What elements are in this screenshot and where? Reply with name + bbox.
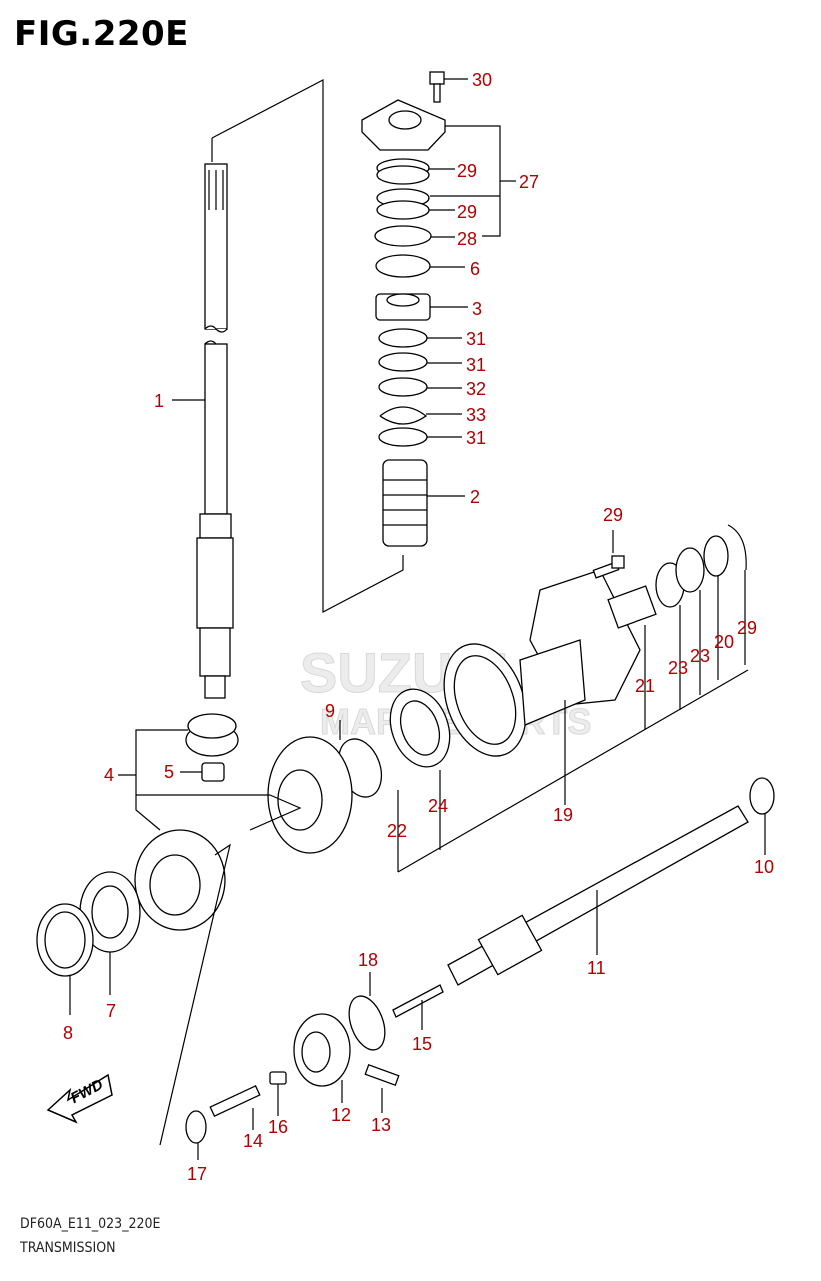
callout-7: 7 [106,1001,116,1021]
callout-8: 8 [63,1023,73,1043]
callout-19: 19 [553,805,573,825]
callout-15: 15 [412,1034,432,1054]
callout-30: 30 [472,70,492,90]
upper-bearing-stack [361,71,516,547]
propeller-shaft [159,777,775,1160]
callout-31a: 31 [466,329,486,349]
callout-14: 14 [243,1131,263,1151]
fwd-arrow-icon: FWD [46,1073,113,1124]
gear-assembly [36,713,353,1015]
callout-3: 3 [472,299,482,319]
callout-12: 12 [331,1105,351,1125]
figure-title: FIG.220E [14,14,189,54]
callout-33: 33 [466,405,486,425]
callout-2: 2 [470,487,480,507]
callout-4: 4 [104,765,114,785]
callout-17: 17 [187,1164,207,1184]
callout-31c: 31 [466,428,486,448]
callout-31b: 31 [466,355,486,375]
callout-18: 18 [358,950,378,970]
figure-name: TRANSMISSION [20,1240,116,1256]
callout-5: 5 [164,762,174,782]
callout-25: 29 [737,618,757,638]
callout-29b: 29 [457,202,477,222]
callout-32: 32 [466,379,486,399]
drive-shaft [172,79,404,699]
callout-22: 22 [387,821,407,841]
callout-16: 16 [268,1117,288,1137]
callout-10: 10 [754,857,774,877]
callout-11: 11 [587,958,606,978]
callout-6: 6 [470,259,480,279]
callout-24: 24 [428,796,448,816]
propeller-shaft-housing [337,524,749,873]
figure-code: DF60A_E11_023_220E [20,1216,161,1232]
callout-23a: 23 [668,658,688,678]
callout-20: 20 [714,632,734,652]
callout-23b: 23 [690,646,710,666]
callout-1: 1 [154,391,164,411]
callout-13: 13 [371,1115,391,1135]
callout-28: 28 [457,229,477,249]
callout-9: 9 [325,701,335,721]
callout-29a: 29 [457,161,477,181]
callout-21: 21 [635,676,655,696]
callout-27: 27 [519,172,539,192]
callout-26: 29 [603,505,623,525]
callout-labels: 30 29 27 29 28 6 3 31 31 32 33 31 2 1 29… [63,70,774,1184]
